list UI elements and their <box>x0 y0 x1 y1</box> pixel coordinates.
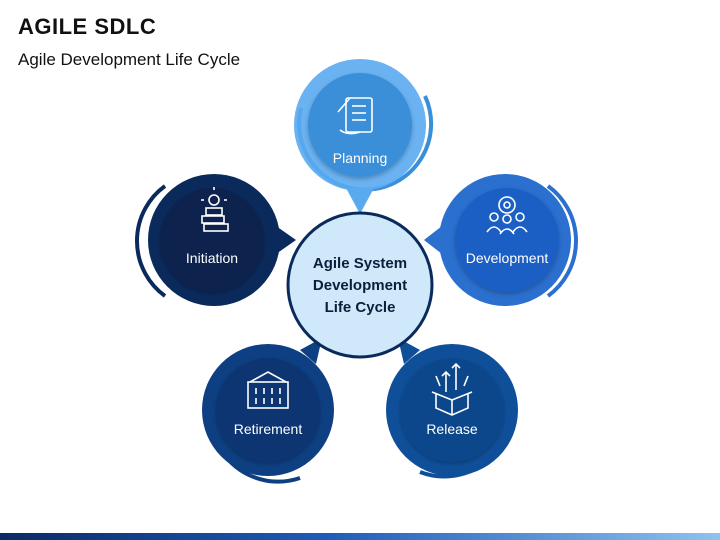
release-pointer <box>398 338 420 364</box>
initiation-label: Initiation <box>186 250 238 266</box>
building-icon <box>247 371 289 409</box>
retirement-circle <box>216 358 320 462</box>
retirement-label: Retirement <box>234 421 303 437</box>
development-pointer <box>424 226 442 254</box>
development-outer-arc <box>546 184 578 298</box>
lightbulb-blocks-icon <box>201 187 229 232</box>
initiation-pointer <box>276 226 296 254</box>
center-circle <box>286 211 434 359</box>
stage-release: Release <box>386 338 518 479</box>
center-line-3: Life Cycle <box>325 299 396 316</box>
retirement-pointer <box>300 338 322 364</box>
page-subtitle: Agile Development Life Cycle <box>18 50 241 69</box>
planning-label: Planning <box>333 150 388 166</box>
center-line-1: Agile System <box>313 255 407 272</box>
development-circle <box>455 188 559 292</box>
stage-development: Development <box>424 174 578 306</box>
footer-bar <box>0 533 720 540</box>
checklist-icon <box>337 97 373 135</box>
development-label: Development <box>466 250 549 266</box>
stage-retirement: Retirement <box>202 338 334 484</box>
initiation-circle <box>160 188 264 292</box>
page-title: AGILE SDLC <box>18 14 157 39</box>
team-gear-icon <box>486 196 528 235</box>
planning-circle <box>308 73 412 177</box>
planning-pointer <box>346 188 374 214</box>
center-node: Agile System Development Life Cycle <box>286 211 434 359</box>
stage-initiation: Initiation <box>135 174 296 306</box>
initiation-outer-arc <box>135 184 167 298</box>
center-line-2: Development <box>313 277 407 294</box>
box-arrows-icon <box>431 362 473 416</box>
stage-planning: Planning <box>294 59 434 214</box>
release-label: Release <box>426 421 478 437</box>
